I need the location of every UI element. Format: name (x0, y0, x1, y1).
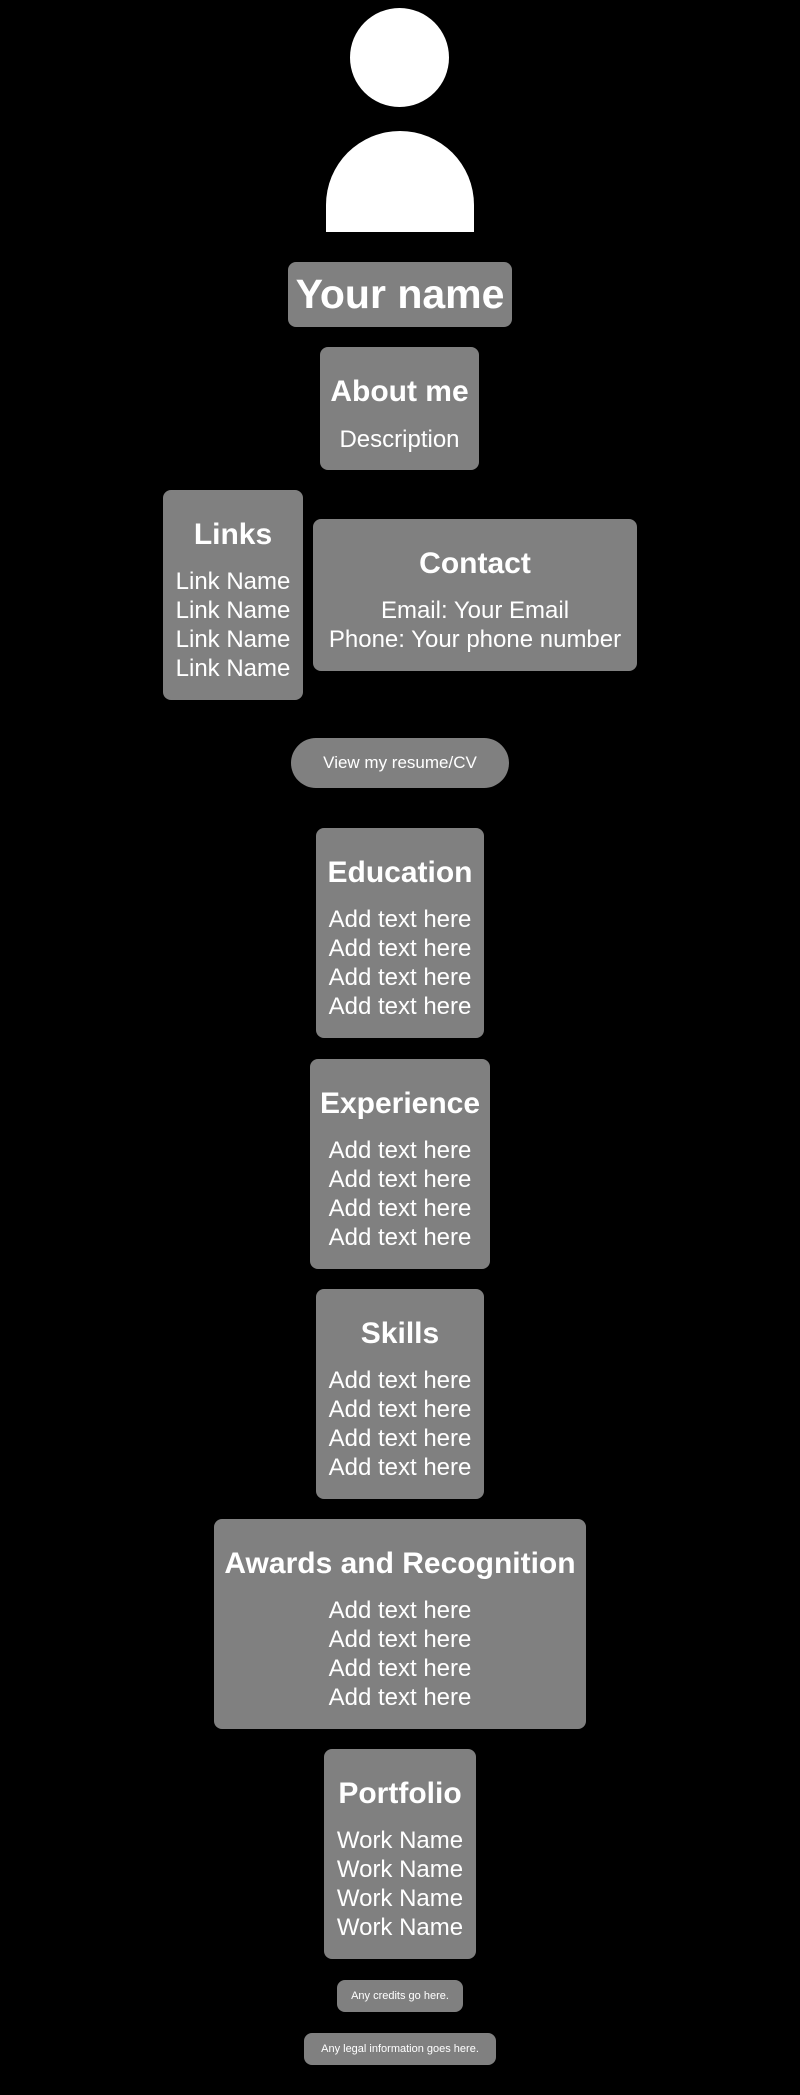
education-title: Education (327, 856, 473, 889)
experience-item: Add text here (328, 1166, 472, 1193)
page-title: Your name (295, 271, 505, 317)
legal-note: Any legal information goes here. (304, 2033, 496, 2065)
experience-card: Experience Add text here Add text here A… (310, 1059, 490, 1269)
education-card: Education Add text here Add text here Ad… (316, 828, 484, 1038)
education-item: Add text here (328, 906, 472, 933)
education-item: Add text here (328, 964, 472, 991)
portfolio-item[interactable]: Work Name (336, 1914, 464, 1941)
link-item[interactable]: Link Name (175, 626, 291, 653)
experience-item: Add text here (328, 1137, 472, 1164)
portfolio-card: Portfolio Work Name Work Name Work Name … (324, 1749, 476, 1959)
about-card: About me Description (320, 347, 479, 470)
experience-item: Add text here (328, 1224, 472, 1251)
awards-item: Add text here (328, 1626, 472, 1653)
resume-button[interactable]: View my resume/CV (291, 738, 509, 788)
link-item[interactable]: Link Name (175, 568, 291, 595)
contact-email: Email: Your Email (380, 597, 570, 624)
education-item: Add text here (328, 993, 472, 1020)
education-item: Add text here (328, 935, 472, 962)
skills-card: Skills Add text here Add text here Add t… (316, 1289, 484, 1499)
experience-title: Experience (319, 1087, 481, 1120)
about-description: Description (339, 426, 460, 453)
avatar-head-icon (350, 8, 449, 107)
awards-item: Add text here (328, 1684, 472, 1711)
about-title: About me (330, 375, 469, 408)
awards-title: Awards and Recognition (224, 1547, 576, 1580)
name-card: Your name (288, 262, 512, 327)
skills-item: Add text here (328, 1367, 472, 1394)
awards-item: Add text here (328, 1597, 472, 1624)
skills-item: Add text here (328, 1454, 472, 1481)
awards-card: Awards and Recognition Add text here Add… (214, 1519, 586, 1729)
links-list: Link Name Link Name Link Name Link Name (163, 567, 303, 683)
link-item[interactable]: Link Name (175, 597, 291, 624)
links-title: Links (193, 518, 273, 551)
credits-note: Any credits go here. (337, 1980, 463, 2012)
portfolio-item[interactable]: Work Name (336, 1885, 464, 1912)
portfolio-item[interactable]: Work Name (336, 1856, 464, 1883)
contact-phone: Phone: Your phone number (328, 626, 622, 653)
contact-title: Contact (419, 547, 531, 580)
contact-card: Contact Email: Your Email Phone: Your ph… (313, 519, 637, 671)
awards-item: Add text here (328, 1655, 472, 1682)
skills-item: Add text here (328, 1425, 472, 1452)
link-item[interactable]: Link Name (175, 655, 291, 682)
skills-item: Add text here (328, 1396, 472, 1423)
links-card: Links Link Name Link Name Link Name Link… (163, 490, 303, 700)
skills-title: Skills (360, 1317, 440, 1350)
avatar-body-icon (326, 131, 474, 258)
portfolio-title: Portfolio (338, 1777, 462, 1810)
portfolio-item[interactable]: Work Name (336, 1827, 464, 1854)
experience-item: Add text here (328, 1195, 472, 1222)
